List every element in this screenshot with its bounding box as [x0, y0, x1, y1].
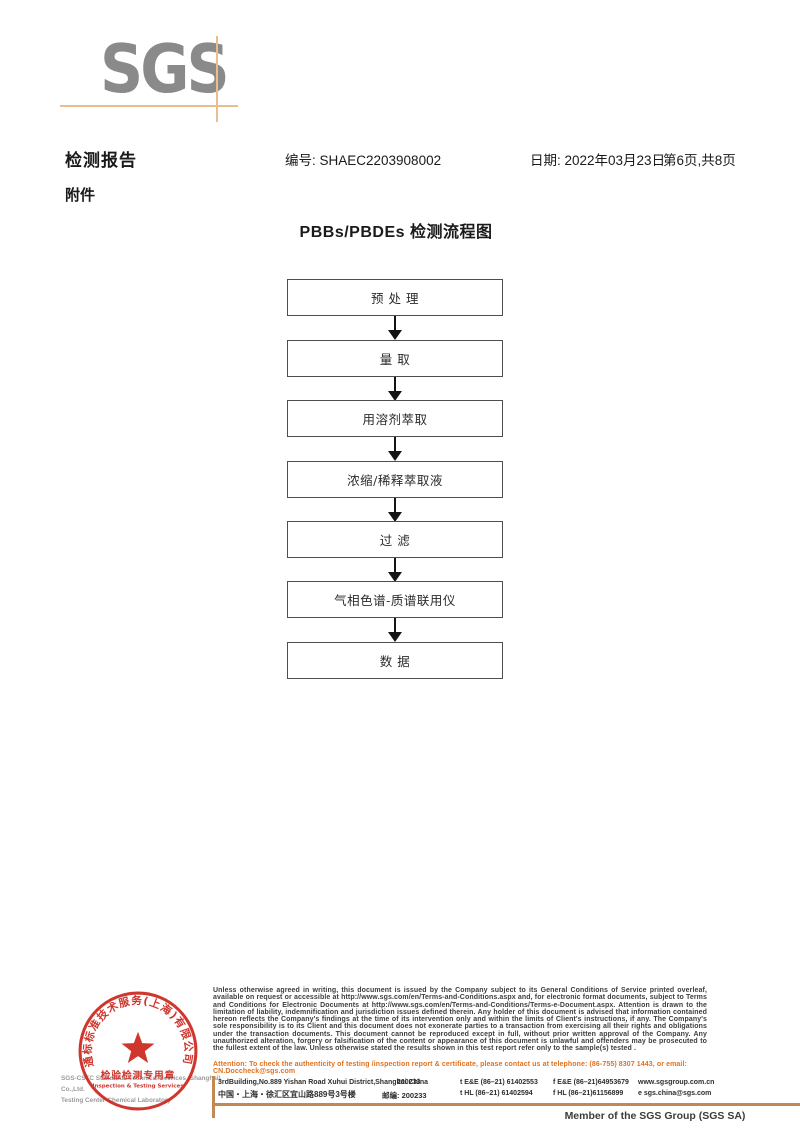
address-row-chinese: 中国・上海・徐汇区宜山路889号3号楼 邮编: 200233 t HL (86–…	[0, 1090, 800, 1102]
address-row-english: 3rdBuilding,No.889 Yishan Road Xuhui Dis…	[0, 1079, 800, 1091]
logo-vertical-line	[216, 36, 218, 122]
arrow-down-icon	[388, 558, 402, 582]
address-chinese: 中国・上海・徐汇区宜山路889号3号楼	[218, 1090, 356, 1099]
telephone-2: t HL (86–21) 61402594	[460, 1090, 533, 1097]
flowchart-step-gcms: 气相色谱-质谱联用仪	[287, 581, 503, 618]
arrow-down-icon	[388, 437, 402, 461]
footer-rule	[213, 1103, 800, 1106]
lab-company-line1: SGS-CSTC Standards Technical Services (S…	[61, 1075, 221, 1093]
logo-horizontal-line	[60, 105, 238, 107]
page-indicator: 第6页,共8页	[663, 153, 736, 168]
stamp-english-text: Inspection & Testing Services	[93, 1084, 184, 1090]
report-title: 检测报告	[65, 151, 137, 170]
lab-company-line2: Testing Center-Chemical Laboratory	[61, 1097, 171, 1104]
telephone-1: t E&E (86–21) 61402553	[460, 1079, 538, 1086]
flowchart-step-pretreatment: 预 处 理	[287, 279, 503, 316]
fax-1: f E&E (86–21)64953679	[553, 1079, 629, 1086]
star-icon	[121, 1031, 155, 1063]
lab-company-name: SGS-CSTC Standards Technical Services (S…	[61, 1073, 231, 1106]
fax-2: f HL (86–21)61156899	[553, 1090, 624, 1097]
website: www.sgsgroup.com.cn	[638, 1079, 715, 1086]
flowchart-step-solvent-extraction: 用溶剂萃取	[287, 400, 503, 437]
arrow-down-icon	[388, 618, 402, 642]
flowchart-step-measure: 量 取	[287, 340, 503, 377]
email: e sgs.china@sgs.com	[638, 1090, 712, 1097]
flowchart-title: PBBs/PBDEs 检测流程图	[299, 224, 493, 241]
sgs-group-membership: Member of the SGS Group (SGS SA)	[564, 1110, 746, 1122]
flowchart-step-filter: 过 滤	[287, 521, 503, 558]
attachment-label: 附件	[65, 187, 96, 204]
address-divider-bar	[212, 1076, 215, 1118]
attention-notice: Attention: To check the authenticity of …	[213, 1061, 687, 1076]
report-number: 编号: SHAEC2203908002	[285, 153, 442, 168]
arrow-down-icon	[388, 377, 402, 401]
flowchart-step-concentrate-dilute: 浓缩/稀释萃取液	[287, 461, 503, 498]
flowchart-step-data: 数 据	[287, 642, 503, 679]
address-english: 3rdBuilding,No.889 Yishan Road Xuhui Dis…	[218, 1079, 429, 1086]
postcode-english: 200233	[397, 1079, 421, 1086]
stamp-ring	[78, 991, 198, 1111]
arrow-down-icon	[388, 498, 402, 522]
stamp-ring-text: 通标标准技术服务(上海)有限公司	[81, 994, 195, 1068]
company-stamp: 通标标准技术服务(上海)有限公司 检验检测专用章 Inspection & Te…	[78, 991, 198, 1111]
arrow-down-icon	[388, 316, 402, 340]
stamp-center-text: 检验检测专用章	[101, 1069, 176, 1081]
postcode-chinese: 邮编: 200233	[382, 1091, 427, 1100]
legal-disclaimer: Unless otherwise agreed in writing, this…	[213, 987, 707, 1053]
report-date: 日期: 2022年03月23日	[530, 153, 666, 168]
sgs-logo: SGS	[100, 30, 230, 109]
